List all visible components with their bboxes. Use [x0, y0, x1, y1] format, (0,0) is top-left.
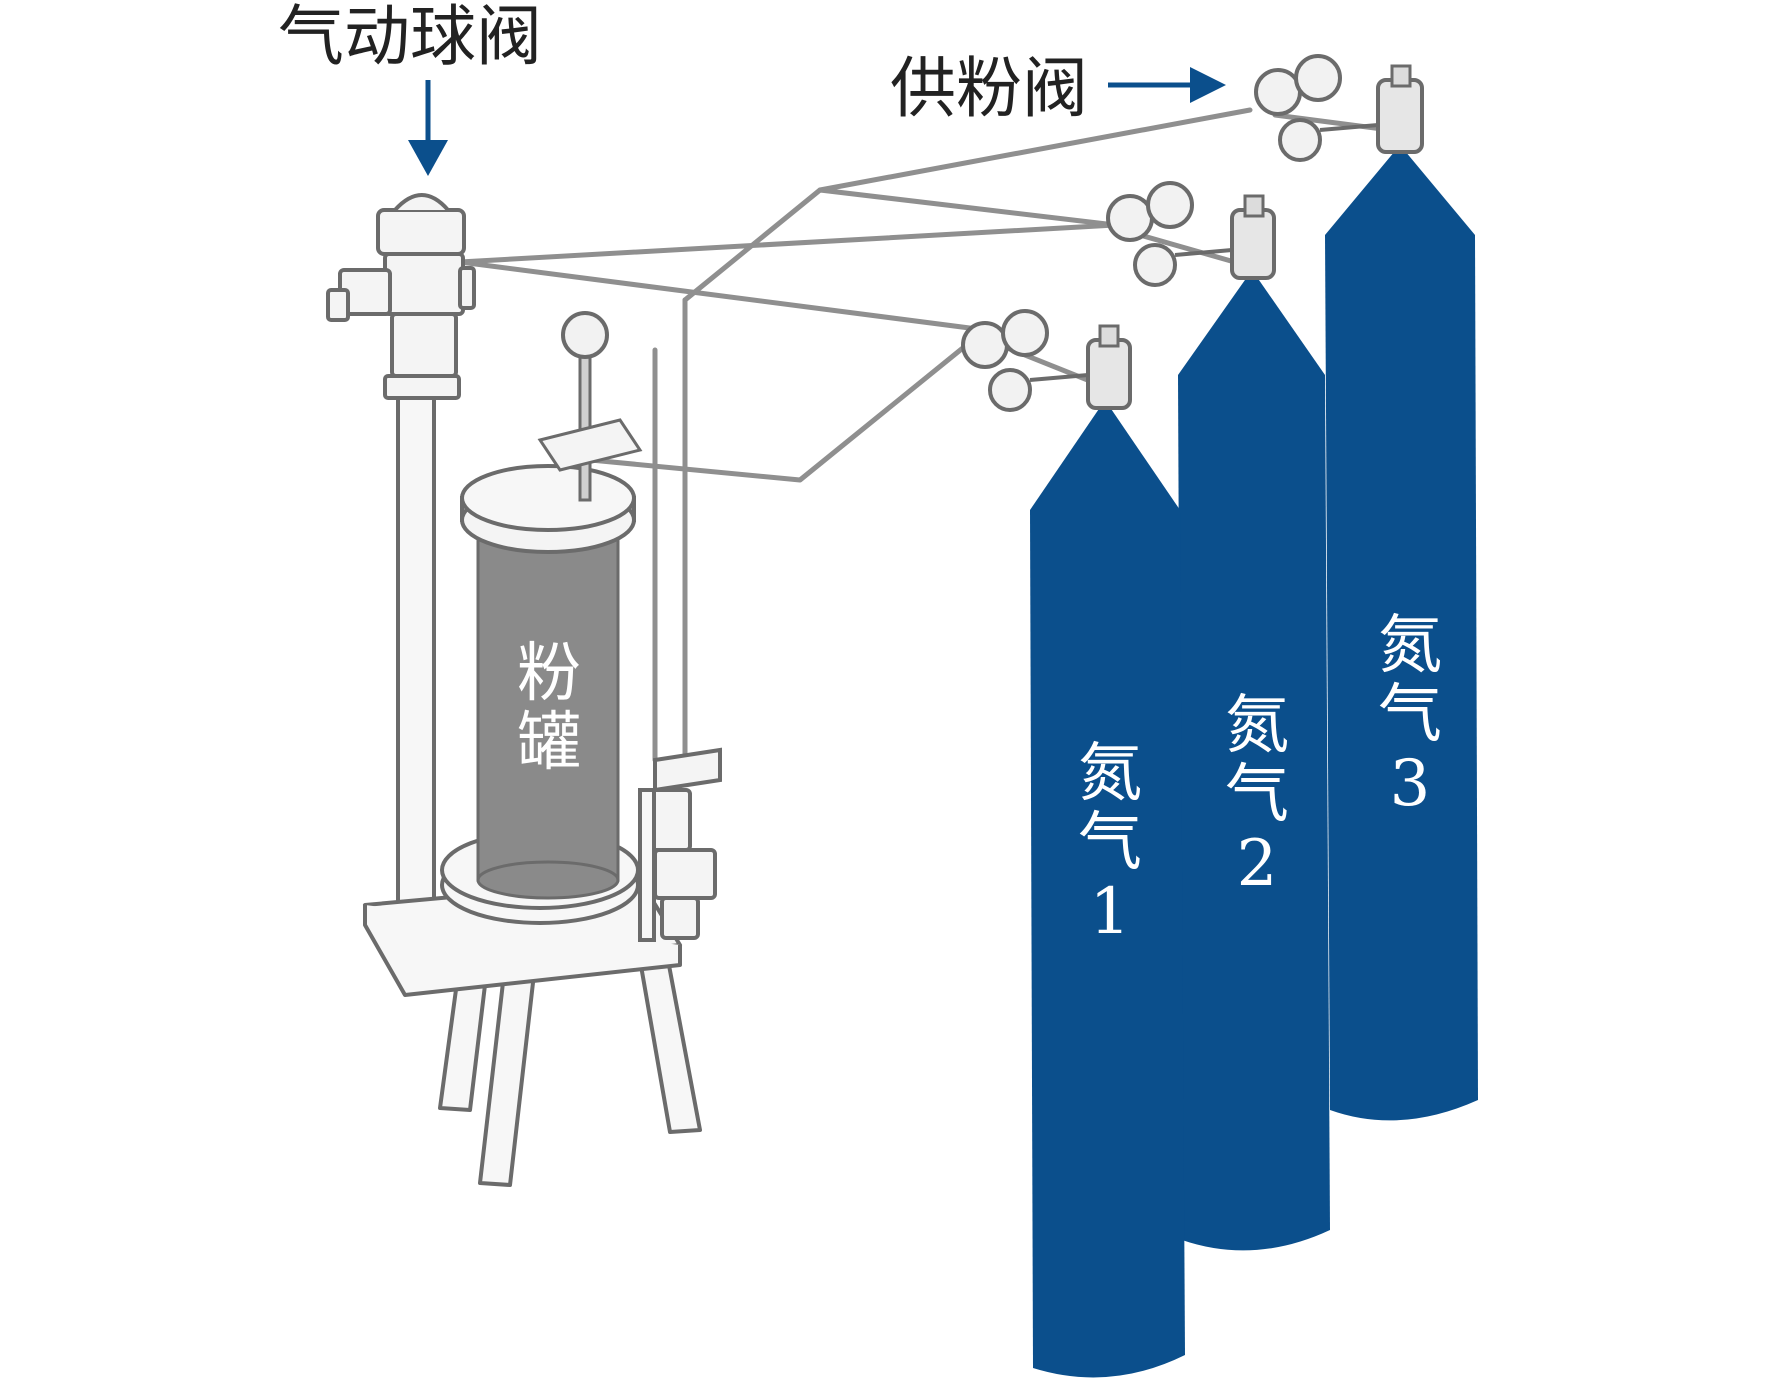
- feed-valve-label: 供粉阀: [890, 50, 1088, 127]
- feed-valve-arrow: [1108, 67, 1226, 103]
- cylinder-1-label-char-2: 气: [1078, 806, 1142, 881]
- regulator-2: [1106, 181, 1233, 287]
- nitrogen-cylinder-2: [1178, 194, 1330, 1251]
- cylinder-3-label-char-1: 氮: [1378, 609, 1442, 683]
- powder-tank: [460, 311, 643, 900]
- cylinder-2-label: 氮 气 2: [1222, 689, 1292, 902]
- cylinder-3-label-number: 3: [1389, 747, 1431, 822]
- cylinder-2-label-char-2: 气: [1225, 758, 1289, 833]
- cylinder-1-label: 氮 气 1: [1075, 737, 1145, 950]
- pneumatic-ball-valve: [326, 193, 476, 915]
- cylinder-2-label-number: 2: [1236, 827, 1278, 902]
- powder-tank-label: 粉 罐: [514, 637, 584, 781]
- tank-label-char-1: 粉: [517, 637, 581, 711]
- cylinder-1-label-char-1: 氮: [1078, 737, 1142, 811]
- ball-valve-label: 气动球阀: [278, 0, 542, 75]
- cylinder-3-label: 氮 气 3: [1375, 609, 1445, 822]
- cylinder-1-label-number: 1: [1089, 875, 1131, 950]
- feed-line-valve: [638, 747, 722, 942]
- ball-valve-arrow: [408, 80, 448, 176]
- cylinder-3-label-char-2: 气: [1378, 678, 1442, 753]
- cylinder-2-label-char-1: 氮: [1225, 689, 1289, 763]
- nitrogen-cylinder-1: [1030, 324, 1185, 1378]
- nitrogen-cylinder-3: [1325, 64, 1478, 1121]
- feed-valve: [1254, 54, 1379, 162]
- tank-label-char-2: 罐: [517, 706, 581, 781]
- regulator-1: [961, 309, 1089, 412]
- gas-piping: [457, 107, 1393, 763]
- tank-stand: [363, 830, 702, 1187]
